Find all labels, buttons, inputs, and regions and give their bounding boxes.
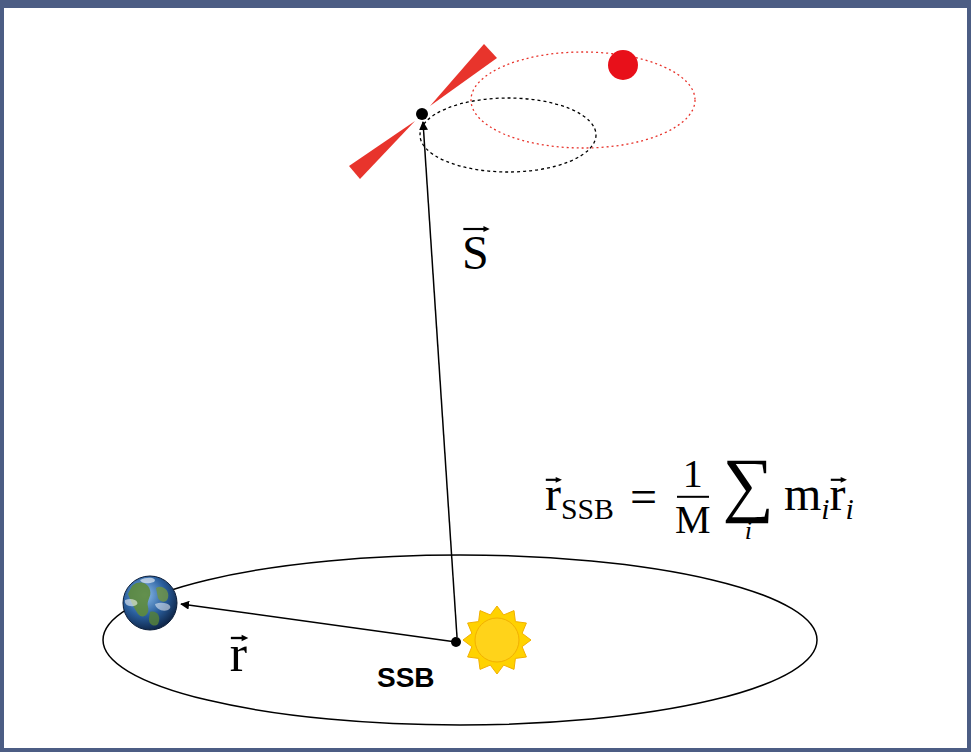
sun (475, 618, 519, 662)
sum-operator: ∑i (723, 450, 774, 544)
pulsar-vector (423, 122, 457, 637)
formula-lhs: rSSB (545, 470, 614, 524)
vector-letter: r (830, 467, 846, 520)
vector-symbol: r (545, 470, 561, 518)
earth (123, 576, 177, 630)
equals-sign: = (630, 470, 657, 523)
companion-orbit (471, 52, 695, 148)
vector-arrow (462, 229, 489, 231)
companion-star (608, 50, 638, 80)
fraction: 1M (673, 454, 713, 540)
vector-letter: S (462, 226, 489, 279)
sun-rays (463, 606, 531, 674)
fraction-denominator: M (673, 498, 713, 540)
formula: rSSB=1M∑imiri (545, 450, 854, 544)
sum-symbol: ∑ (723, 450, 774, 518)
vector-letter: r (230, 625, 247, 682)
arrow-shaft (463, 228, 485, 230)
vector-arrow (830, 480, 846, 482)
pulsar-beam (430, 44, 497, 106)
pulsar-beam (349, 121, 415, 179)
sum-index: i (745, 518, 752, 544)
vector-label: r (230, 628, 247, 680)
vector-symbol: r (830, 470, 846, 518)
earth-orbit (103, 555, 817, 725)
subscript: i (821, 492, 829, 525)
vector-label: S (462, 229, 489, 277)
formula-rhs: miri (784, 470, 854, 524)
vector-arrow (230, 638, 247, 640)
formula-equals: = (630, 473, 657, 521)
earth-vector (181, 604, 456, 642)
mass-symbol: m (784, 467, 821, 520)
fraction-numerator: 1 (677, 454, 709, 498)
pulsar-orbit (420, 98, 596, 172)
pulsar (416, 108, 428, 120)
vector-letter: r (545, 467, 561, 520)
vector-arrow (545, 480, 561, 482)
subscript: SSB (561, 492, 614, 525)
ssb-label: SSB (377, 664, 435, 692)
subscript: i (846, 492, 854, 525)
ssb-point (451, 637, 461, 647)
